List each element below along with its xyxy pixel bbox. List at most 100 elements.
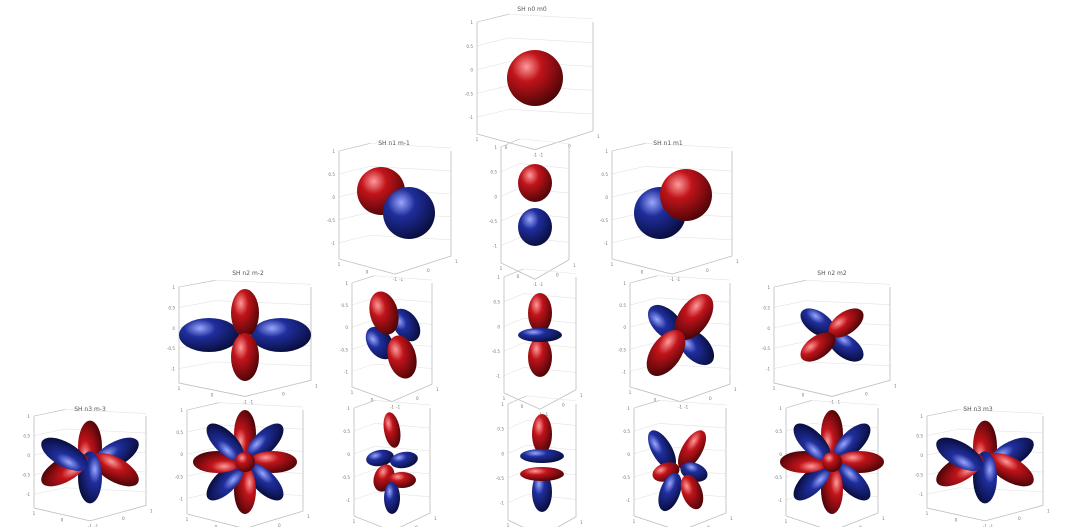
tick-label: -1 [533,153,538,158]
lobe-negative [384,482,400,514]
tick-label: 0 [366,270,369,275]
grid-line [375,423,430,428]
tick-label: 0.5 [466,44,473,49]
grid-line [774,341,806,348]
axis-frame [501,139,520,147]
tick-label: -0.5 [465,91,474,96]
tick-label: 0 [568,143,571,148]
tick-label: 1 [345,281,348,286]
grid-line [354,423,375,431]
grid-line [508,494,527,502]
tick-label: 1 [315,383,318,388]
tick-label: -1 [684,405,689,410]
grid-line [34,429,65,435]
tick-label: 0 [706,268,709,273]
orbital-plot-l3-m2: 10.50-0.5-11-100-11 [774,400,885,527]
grid-line [501,164,520,172]
tick-label: -1 [171,367,176,372]
axis-frame [612,143,645,151]
tick-label: 1 [882,516,885,521]
tick-label: -1 [676,277,681,282]
tick-label: 0.5 [490,170,497,175]
tick-label: -1 [626,498,631,503]
grid-line [65,429,146,433]
tick-label: 1 [476,137,479,142]
tick-label: -0.5 [774,475,783,480]
title-l2-m2: SH n2 m2 [817,270,846,277]
tick-label: 1 [605,149,608,154]
orbital-plot-l3-m-neg2: 10.50-0.5-11-100-11 [175,403,310,527]
tick-label: 1 [627,406,630,411]
tick-label: 1 [597,134,600,139]
lobe-positive [231,289,259,337]
tick-label: -1 [539,153,544,158]
tick-label: 0 [517,274,520,279]
grid-line [658,276,731,280]
lobe-negative [251,318,311,352]
grid-line [659,400,726,405]
axis-frame [187,403,219,410]
ring-positive [520,467,564,481]
lobe-negative [179,318,239,352]
tick-label: 0 [494,194,497,199]
tick-label: -1 [678,405,683,410]
grid-line [375,492,430,497]
tick-label: 0 [1018,516,1021,521]
grid-line [354,492,375,500]
tick-label: 1 [503,396,506,401]
tick-label: -0.5 [340,347,349,352]
tick-label: 1 [27,414,30,419]
grid-line [501,188,520,196]
tick-label: 0 [501,451,504,456]
title-l0-m0: SH n0 m0 [517,6,546,13]
grid-line [509,38,593,43]
tick-label: 1 [629,390,632,395]
lobe-positive [231,333,259,381]
grid-line [339,212,370,220]
tick-label: 0.5 [775,429,782,434]
tick-label: 1 [580,393,583,398]
grid-line [527,396,576,401]
grid-line [774,321,806,328]
tick-label: 0 [172,326,175,331]
tick-label: 0 [605,195,608,200]
tick-label: 1 [580,520,583,525]
orbital-plot-l3-m0: 10.50-0.5-11-100-11 [496,396,583,527]
tick-label: 1 [633,519,636,524]
grid-line [959,429,1043,433]
grid-line [34,488,65,494]
tick-label: 0 [641,270,644,275]
grid-line [806,362,890,366]
grid-line [339,235,370,243]
tick-label: 1 [736,259,739,264]
tick-label: -1 [26,492,31,497]
tick-label: -1 [396,405,401,410]
lobe-negative [518,208,552,246]
tick-label: 0.5 [23,434,30,439]
grid-line [806,280,890,284]
tick-label: 0 [623,325,626,330]
tick-label: 0.5 [168,305,175,310]
tick-label: 1 [178,386,181,391]
tick-label: 1 [307,514,310,519]
tick-label: 0 [497,324,500,329]
ring-negative [520,449,564,463]
tick-label: -0.5 [762,346,771,351]
tick-label: -1 [469,115,474,120]
tick-label: -0.5 [342,475,351,480]
tick-label: 0 [27,453,30,458]
grid-line [477,86,509,94]
grid-line [179,301,215,308]
axis-frame [927,410,959,416]
tick-label: 0.5 [328,172,335,177]
tick-label: 1 [501,402,504,407]
tick-label: 1 [730,516,733,521]
tick-label: 1 [734,387,737,392]
tick-label: 1 [351,390,354,395]
tick-label: -0.5 [175,474,184,479]
